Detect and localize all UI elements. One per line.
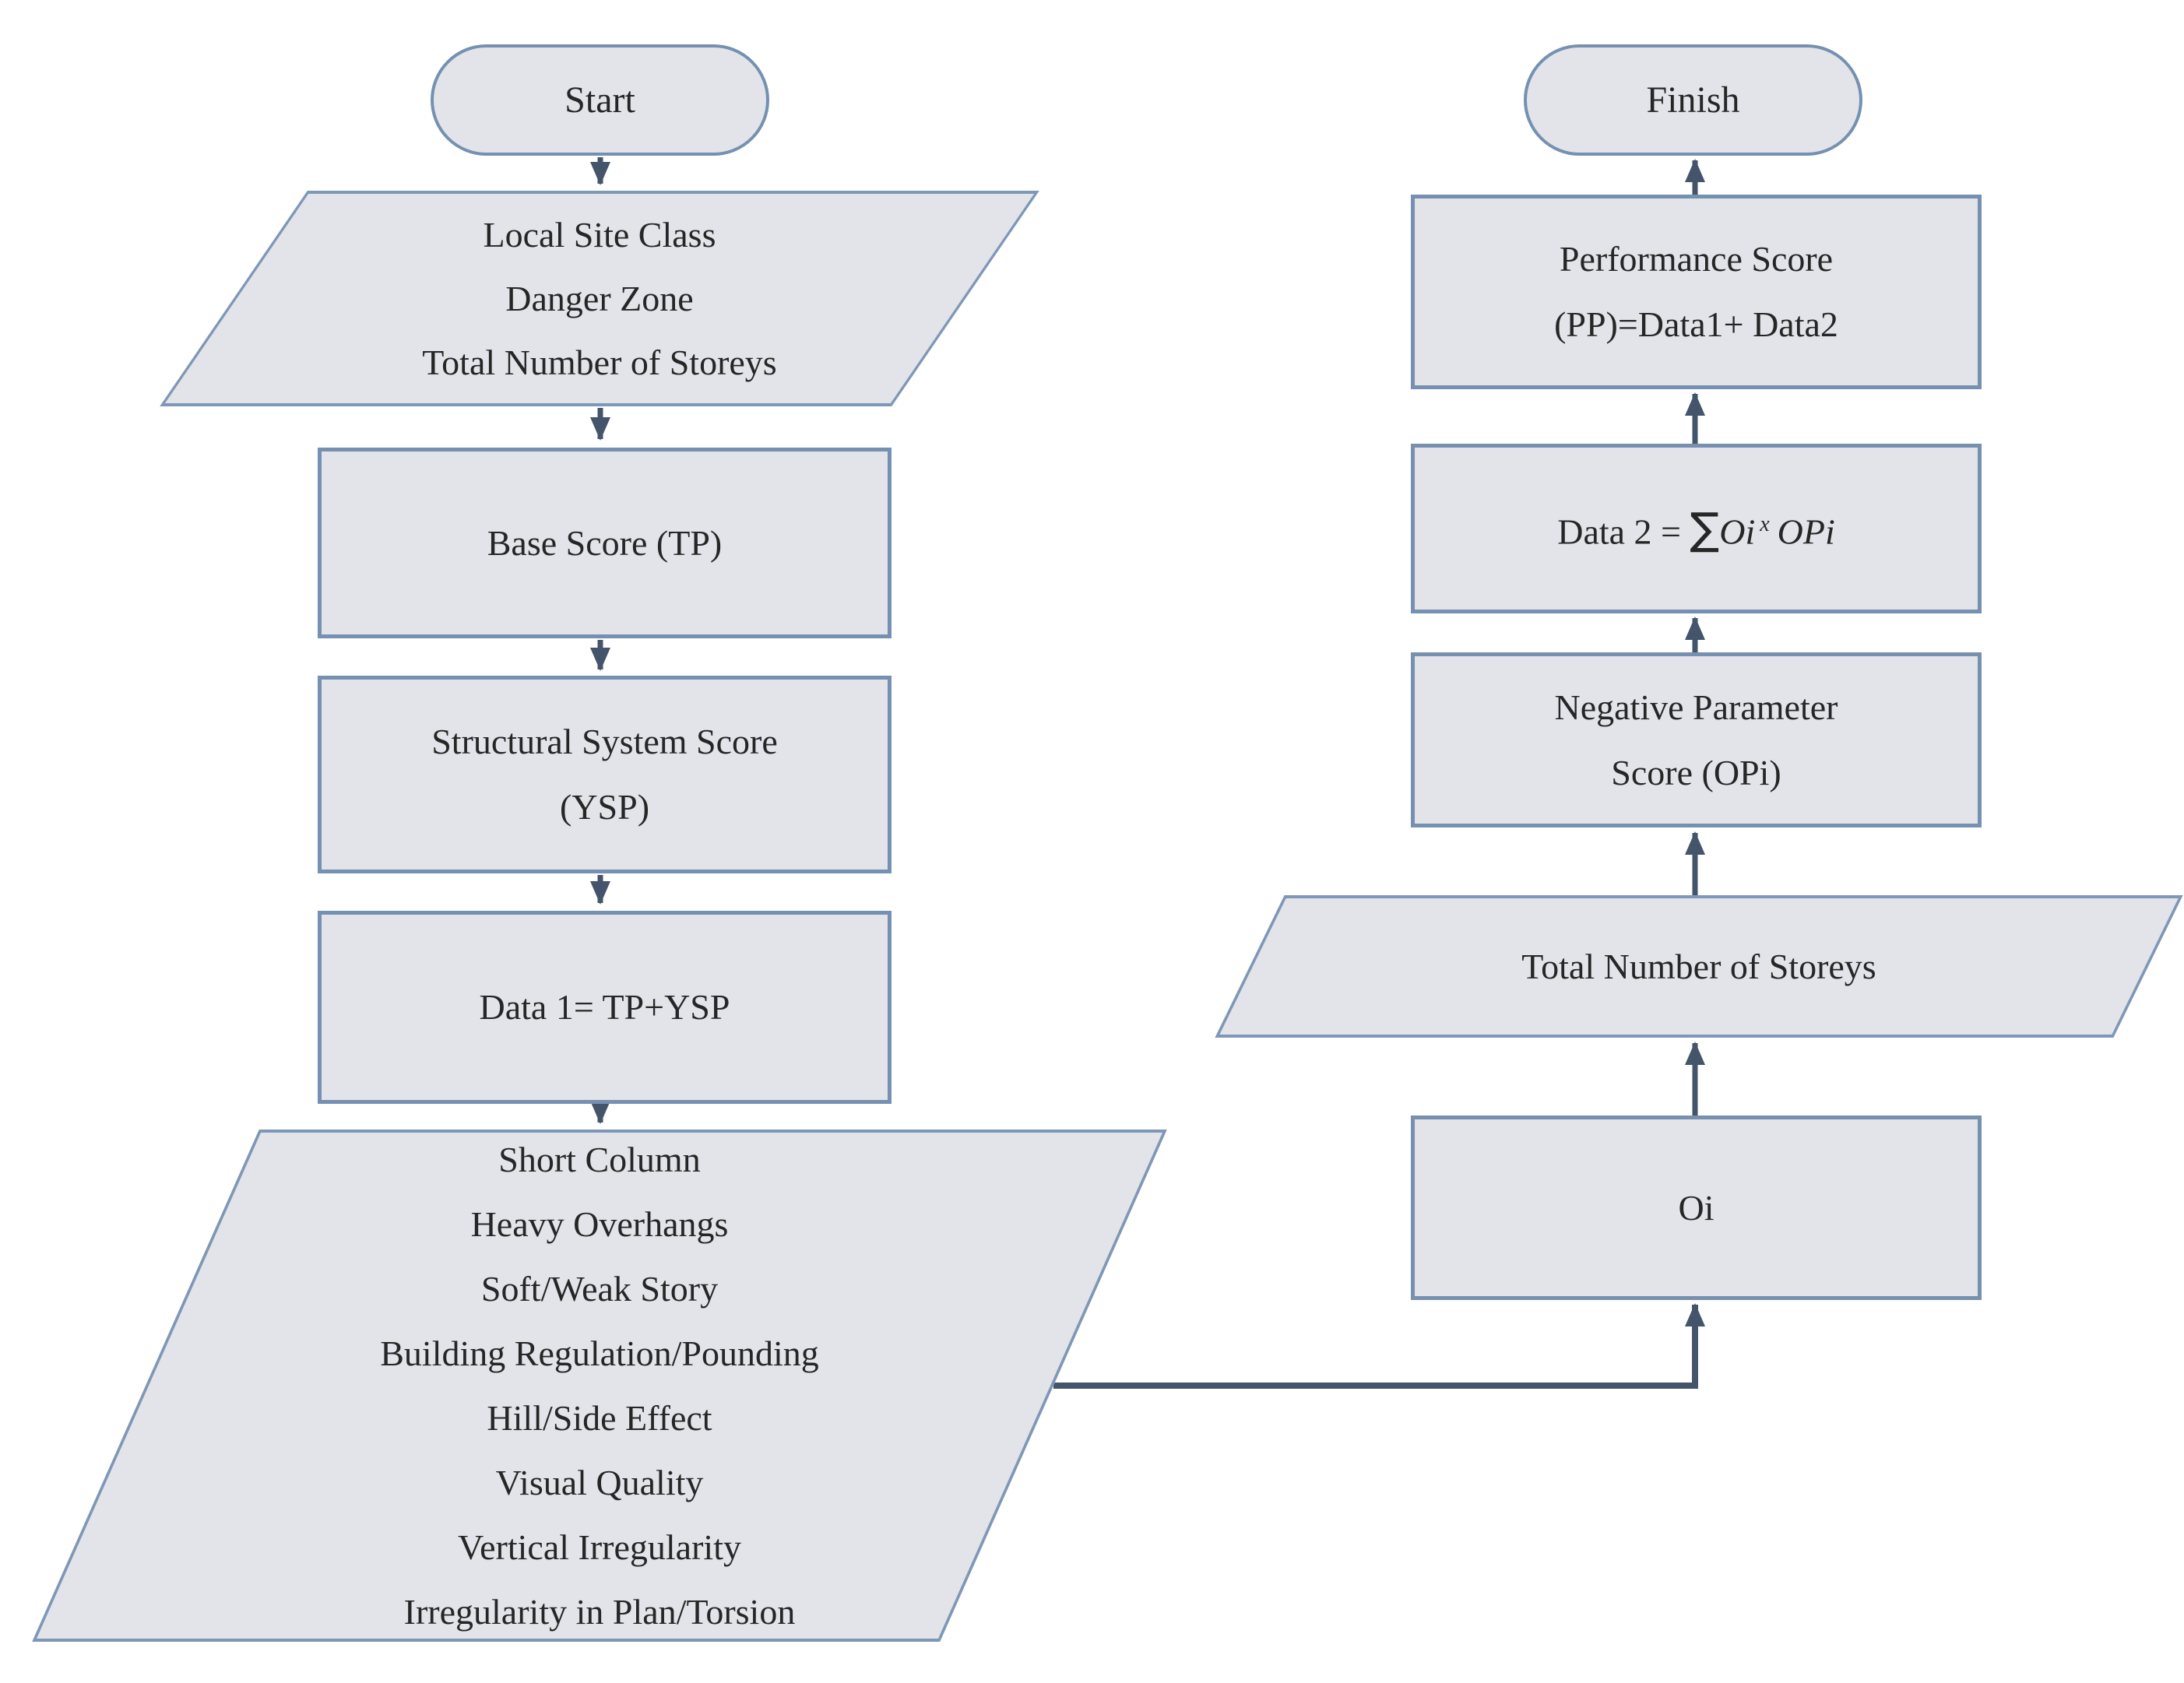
- negative-params-line: Visual Quality: [495, 1463, 704, 1502]
- performance-score-line: Performance Score: [1559, 239, 1834, 279]
- base-score-node: Base Score (TP): [318, 448, 892, 638]
- negative-params-line: Short Column: [498, 1140, 701, 1179]
- data2-exponent: x: [1760, 512, 1770, 537]
- negative-params-line: Irregularity in Plan/Torsion: [403, 1592, 796, 1632]
- negative-param-score-line: Score (OPi): [1611, 752, 1781, 792]
- data1-node: Data 1= TP+YSP: [318, 911, 892, 1104]
- negative-params-line: Vertical Irregularity: [458, 1527, 741, 1567]
- finish-label: Finish: [1646, 79, 1740, 121]
- data2-prefix: Data 2 =: [1557, 511, 1690, 552]
- negative-params-line: Soft/Weak Story: [480, 1269, 719, 1309]
- performance-score-line: (PP)=Data1+ Data2: [1554, 304, 1838, 344]
- start-node: Start: [431, 44, 769, 156]
- structural-score-line: Structural System Score: [431, 722, 778, 761]
- storeys-label: Total Number of Storeys: [1521, 946, 1876, 986]
- data1-label: Data 1= TP+YSP: [479, 987, 730, 1027]
- site-inputs-line: Danger Zone: [505, 278, 694, 318]
- storeys-node: Total Number of Storeys: [1250, 895, 2148, 1038]
- sigma-symbol: ∑: [1690, 504, 1720, 555]
- negative-param-score-line: Negative Parameter: [1554, 687, 1838, 727]
- performance-score-node: Performance Score (PP)=Data1+ Data2: [1411, 195, 1982, 389]
- negative-params-line: Building Regulation/Pounding: [380, 1333, 819, 1373]
- start-label: Start: [564, 79, 635, 121]
- oi-node: Oi: [1411, 1116, 1982, 1300]
- finish-node: Finish: [1524, 44, 1862, 156]
- base-score-label: Base Score (TP): [487, 522, 723, 563]
- structural-score-line: (YSP): [559, 787, 650, 827]
- data2-opi-term: OPi: [1777, 511, 1835, 552]
- site-inputs-node: Local Site Class Danger Zone Total Numbe…: [234, 191, 965, 406]
- negative-params-line: Heavy Overhangs: [470, 1204, 729, 1244]
- negative-param-score-node: Negative Parameter Score (OPi): [1411, 652, 1982, 827]
- connector-params-to-oi: [1053, 1303, 1705, 1389]
- oi-label: Oi: [1678, 1187, 1714, 1228]
- data2-oi-term: Oi: [1719, 511, 1756, 552]
- site-inputs-line: Total Number of Storeys: [422, 342, 777, 382]
- structural-score-node: Structural System Score (YSP): [318, 676, 892, 873]
- site-inputs-line: Local Site Class: [483, 214, 716, 255]
- negative-params-line: Hill/Side Effect: [487, 1398, 712, 1438]
- negative-params-node: Short Column Heavy Overhangs Soft/Weak S…: [146, 1130, 1053, 1642]
